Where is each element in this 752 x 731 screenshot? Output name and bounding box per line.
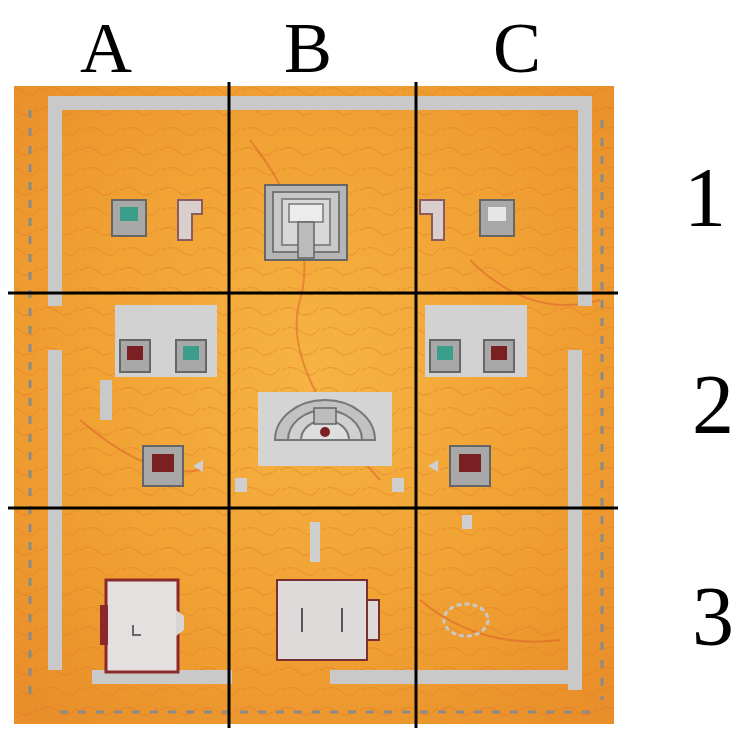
marker-stone (462, 515, 472, 529)
ground-veins (80, 140, 600, 642)
outer-palisade (30, 110, 602, 712)
stepped-pyramid (265, 185, 347, 260)
ground-texture (14, 86, 614, 724)
plaza-ring (444, 604, 488, 636)
l-shaped-wall (420, 200, 444, 240)
small-temple (120, 340, 206, 372)
temple-platform (425, 305, 527, 377)
ground (14, 86, 614, 724)
small-temple (143, 446, 203, 486)
round-pyramid (235, 392, 404, 492)
grid-line (8, 82, 618, 728)
temple-platform (115, 305, 217, 377)
column-letter: C (493, 12, 541, 84)
l-shaped-wall (178, 200, 202, 240)
ball-court (277, 580, 379, 660)
column-letter: A (80, 12, 132, 84)
row-number: 1 (684, 156, 726, 240)
row-number: 2 (692, 363, 734, 447)
row-number: 3 (692, 575, 734, 659)
road (310, 522, 320, 562)
small-temple (430, 340, 514, 372)
small-temple (480, 200, 514, 236)
city-wall (48, 96, 592, 690)
small-temple (112, 200, 146, 236)
palace (100, 580, 184, 672)
column-letter: B (284, 12, 332, 84)
small-temple (428, 446, 490, 486)
